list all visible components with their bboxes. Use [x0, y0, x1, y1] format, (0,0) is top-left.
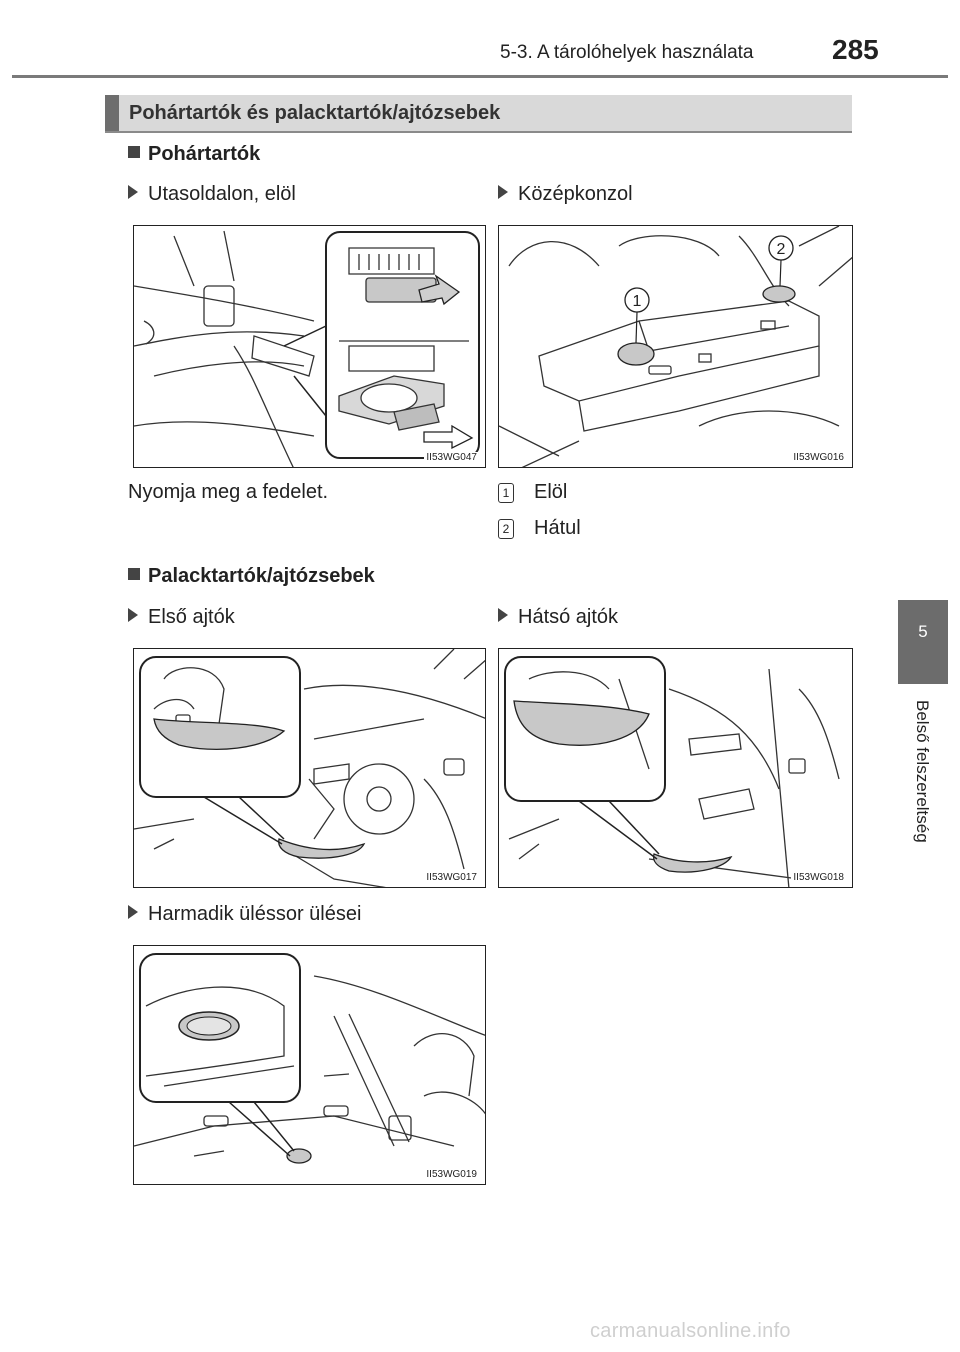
- number-badge: 1: [498, 483, 514, 503]
- triangle-bullet-icon: [128, 185, 138, 199]
- figure-code: II53WG017: [424, 872, 479, 883]
- front-passenger-label: Utasoldalon, elöl: [128, 183, 296, 206]
- third-row-label-text: Harmadik üléssor ülései: [148, 903, 362, 925]
- chapter-tab: 5: [898, 600, 948, 684]
- triangle-bullet-icon: [128, 608, 138, 622]
- section-title: Pohártartók és palacktartók/ajtózsebek: [129, 102, 501, 124]
- front-doors-label-text: Első ajtók: [148, 606, 235, 628]
- rear-doors-illustration: [504, 656, 840, 887]
- chapter-tab-label: Belső felszereltség: [913, 700, 932, 843]
- callout-2: 2: [777, 241, 786, 258]
- third-row-illustration: [134, 953, 485, 1164]
- legend-text: Hátul: [534, 517, 581, 539]
- square-bullet-icon: [128, 146, 140, 158]
- figure-code: II53WG019: [424, 1169, 479, 1180]
- legend-text: Elöl: [534, 481, 568, 503]
- bottle-holders-heading-text: Palacktartók/ajtózsebek: [148, 565, 375, 587]
- triangle-bullet-icon: [498, 608, 508, 622]
- rear-doors-label: Hátsó ajtók: [498, 606, 618, 629]
- square-bullet-icon: [128, 568, 140, 580]
- watermark: carmanualsonline.info: [590, 1320, 791, 1342]
- center-console-label: Középkonzol: [498, 183, 633, 206]
- figure-passenger-cupholder: II53WG047: [133, 225, 486, 468]
- figure-front-doors: II53WG017: [133, 648, 486, 888]
- figure-code: II53WG018: [791, 872, 846, 883]
- figure-rear-doors: II53WG018: [498, 648, 853, 888]
- rear-doors-label-text: Hátsó ajtók: [518, 606, 619, 628]
- section-title-bar: Pohártartók és palacktartók/ajtózsebek: [105, 95, 852, 133]
- press-lid-note: Nyomja meg a fedelet.: [128, 481, 329, 503]
- page-header: 5-3. A tárolóhelyek használata 285: [0, 0, 960, 80]
- number-badge: 2: [498, 519, 514, 539]
- figure-code: II53WG047: [424, 452, 479, 463]
- chapter-title: 5-3. A tárolóhelyek használata: [500, 42, 754, 63]
- triangle-bullet-icon: [128, 905, 138, 919]
- header-rule: [12, 75, 948, 78]
- section-accent: [105, 95, 119, 131]
- page-number: 285: [832, 34, 879, 65]
- front-doors-illustration: [134, 649, 485, 887]
- chapter-tab-label-area: Belső felszereltség: [880, 700, 960, 884]
- third-row-label: Harmadik üléssor ülései: [128, 903, 361, 926]
- figure-third-row: II53WG019: [133, 945, 486, 1185]
- center-console-illustration: 1 2: [499, 226, 852, 467]
- cup-holders-heading: Pohártartók: [128, 143, 260, 166]
- figure-center-console: 1 2 II53WG016: [498, 225, 853, 468]
- section-underline: [105, 131, 852, 133]
- callout-1: 1: [633, 293, 642, 310]
- chapter-tab-number: 5: [918, 622, 928, 641]
- triangle-bullet-icon: [498, 185, 508, 199]
- front-doors-label: Első ajtók: [128, 606, 235, 629]
- figure-code: II53WG016: [791, 452, 846, 463]
- passenger-cupholder-illustration: [134, 230, 480, 467]
- bottle-holders-heading: Palacktartók/ajtózsebek: [128, 565, 375, 588]
- cup-holders-heading-text: Pohártartók: [148, 143, 261, 165]
- front-passenger-label-text: Utasoldalon, elöl: [148, 183, 296, 205]
- center-console-label-text: Középkonzol: [518, 183, 633, 205]
